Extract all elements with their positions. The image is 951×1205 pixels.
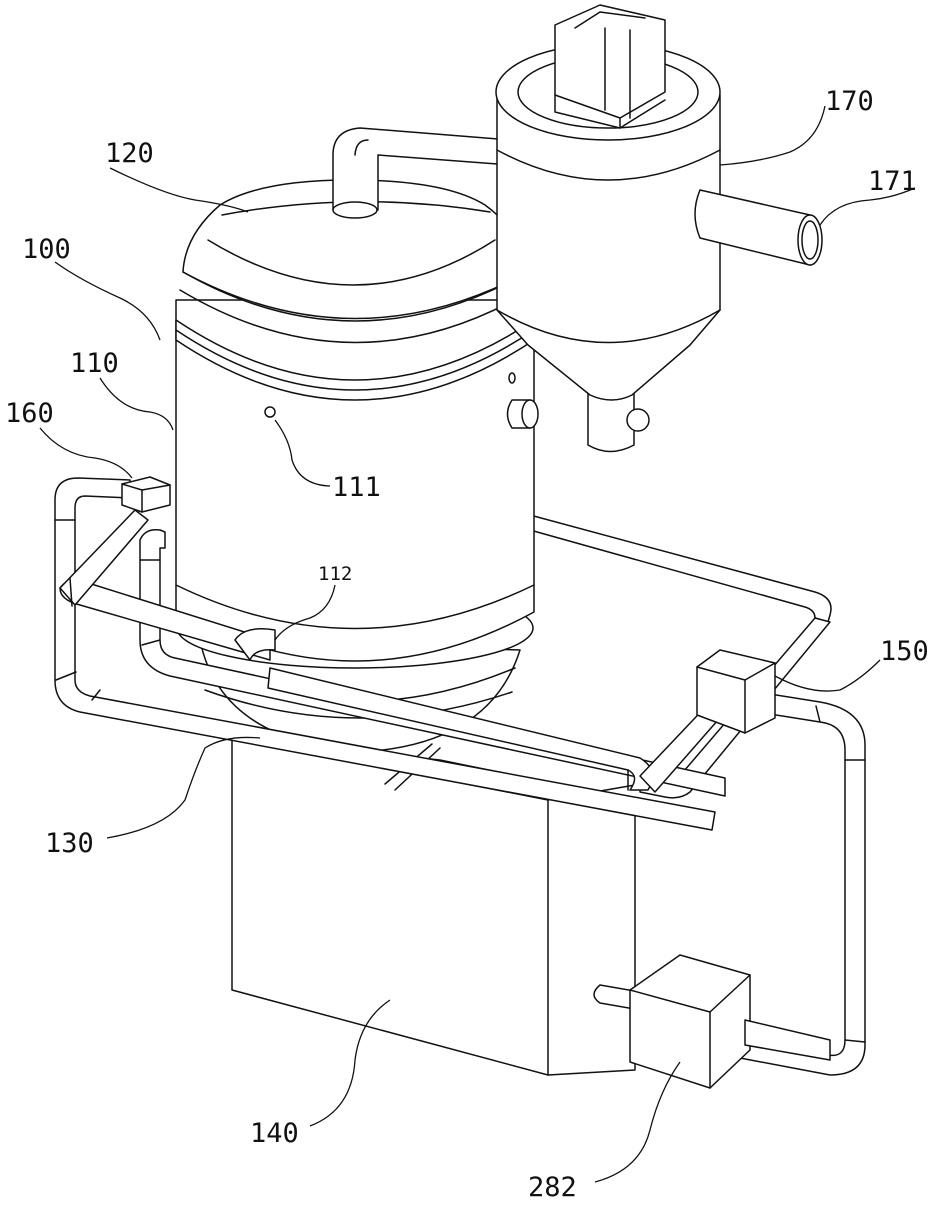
label-150: 150 — [880, 636, 929, 667]
label-111: 111 — [332, 472, 381, 503]
label-140: 140 — [250, 1118, 299, 1149]
label-282: 282 — [528, 1172, 577, 1203]
label-100: 100 — [22, 234, 71, 265]
label-120: 120 — [105, 138, 154, 169]
label-170: 170 — [825, 86, 874, 117]
label-110: 110 — [70, 348, 119, 379]
label-160: 160 — [5, 398, 54, 429]
label-112: 112 — [318, 563, 352, 585]
label-130: 130 — [45, 828, 94, 859]
label-171: 171 — [868, 166, 917, 197]
cyclone-separator-170 — [496, 5, 822, 452]
